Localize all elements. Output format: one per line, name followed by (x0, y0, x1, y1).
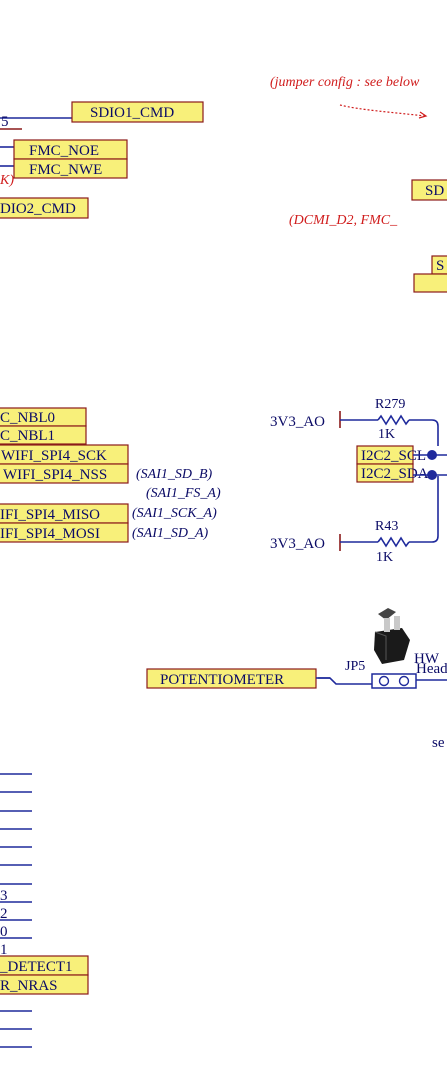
alt-sai1-sd-a: (SAI1_SD_A) (132, 526, 209, 541)
net-label-nras-text: R_NRAS (0, 978, 58, 994)
alt-sai1-sck-a: (SAI1_SCK_A) (132, 506, 217, 521)
jumper-note-pointer (339, 104, 426, 117)
bus-label-0: 0 (0, 924, 8, 940)
net-label-potentiometer-text: POTENTIOMETER (160, 672, 284, 688)
resistor-r279[interactable] (377, 414, 410, 426)
r279-value: 1K (378, 427, 395, 442)
net-label-sd[interactable] (411, 179, 447, 201)
wire-r43-up (431, 476, 439, 543)
net-label-wifi-spi4-mosi-text: IFI_SPI4_MOSI (0, 526, 100, 542)
jumper-icon (374, 608, 410, 664)
wire-r279-down (431, 419, 439, 446)
net-label-sdio2-cmd-text: DIO2_CMD (0, 201, 76, 217)
junction-sda (427, 470, 437, 480)
net-label-fmc-nbl0-text: C_NBL0 (0, 410, 55, 426)
r43-ref: R43 (375, 519, 398, 534)
power-label-top: 3V3_AO (270, 414, 325, 430)
fmc-clk-note: K) (0, 173, 14, 188)
top-wire-label: 5 (1, 114, 9, 130)
net-label-s-lower[interactable] (413, 273, 447, 293)
wire-potentiometer (318, 677, 372, 685)
net-label-detect1-text: _DETECT1 (0, 959, 73, 975)
alt-sai1-sd-b: (SAI1_SD_B) (136, 467, 213, 482)
net-label-sd-text: SD (425, 183, 444, 199)
net-label-i2c2-scl-text: I2C2_SCL (361, 448, 426, 464)
net-label-sdio1-cmd[interactable] (71, 101, 204, 123)
net-label-sdio1-cmd-text: SDIO1_CMD (90, 105, 174, 121)
net-label-fmc-nbl1[interactable] (0, 425, 87, 445)
net-label-i2c2-sda[interactable] (356, 463, 414, 483)
r279-ref: R279 (375, 397, 405, 412)
bus-label-3: 3 (0, 888, 8, 904)
net-label-wifi-spi4-nss-text: WIFI_SPI4_NSS (3, 467, 107, 483)
net-label-fmc-nwe-text: FMC_NWE (29, 162, 102, 178)
jp5-ref: JP5 (345, 659, 365, 674)
power-label-bottom: 3V3_AO (270, 536, 325, 552)
bus-label-2: 2 (0, 906, 8, 922)
junction-scl (427, 450, 437, 460)
net-label-wifi-spi4-sck-text: WIFI_SPI4_SCK (1, 448, 107, 464)
net-label-sdio2-cmd[interactable] (0, 197, 89, 219)
net-label-s-text: S (436, 258, 444, 274)
bus-label-1: 1 (0, 942, 8, 958)
net-label-wifi-spi4-mosi[interactable] (0, 522, 129, 543)
net-label-fmc-noe-text: FMC_NOE (29, 143, 99, 159)
hw-label: HW (414, 651, 440, 667)
net-label-i2c2-sda-text: I2C2_SDA (361, 466, 429, 482)
alt-sai1-fs-a: (SAI1_FS_A) (146, 486, 221, 501)
resistor-r43[interactable] (377, 536, 410, 548)
se-label: se (432, 735, 445, 751)
r43-value: 1K (376, 550, 393, 565)
net-label-nras[interactable] (0, 974, 89, 995)
net-label-wifi-spi4-miso-text: IFI_SPI4_MISO (0, 507, 100, 523)
net-label-fmc-nbl1-text: C_NBL1 (0, 428, 55, 444)
net-label-fmc-nwe[interactable] (13, 158, 128, 179)
dcmi-alt-note: (DCMI_D2, FMC_ (289, 213, 398, 228)
jumper-note-arrowhead (418, 111, 428, 119)
header-label: Head (416, 661, 447, 677)
jp5-pin-2 (398, 675, 410, 687)
jp5-pin-1 (378, 675, 390, 687)
net-label-wifi-spi4-nss[interactable] (0, 463, 129, 484)
jumper-jp5[interactable] (371, 673, 417, 689)
jumper-config-note: (jumper config : see below (270, 75, 420, 90)
